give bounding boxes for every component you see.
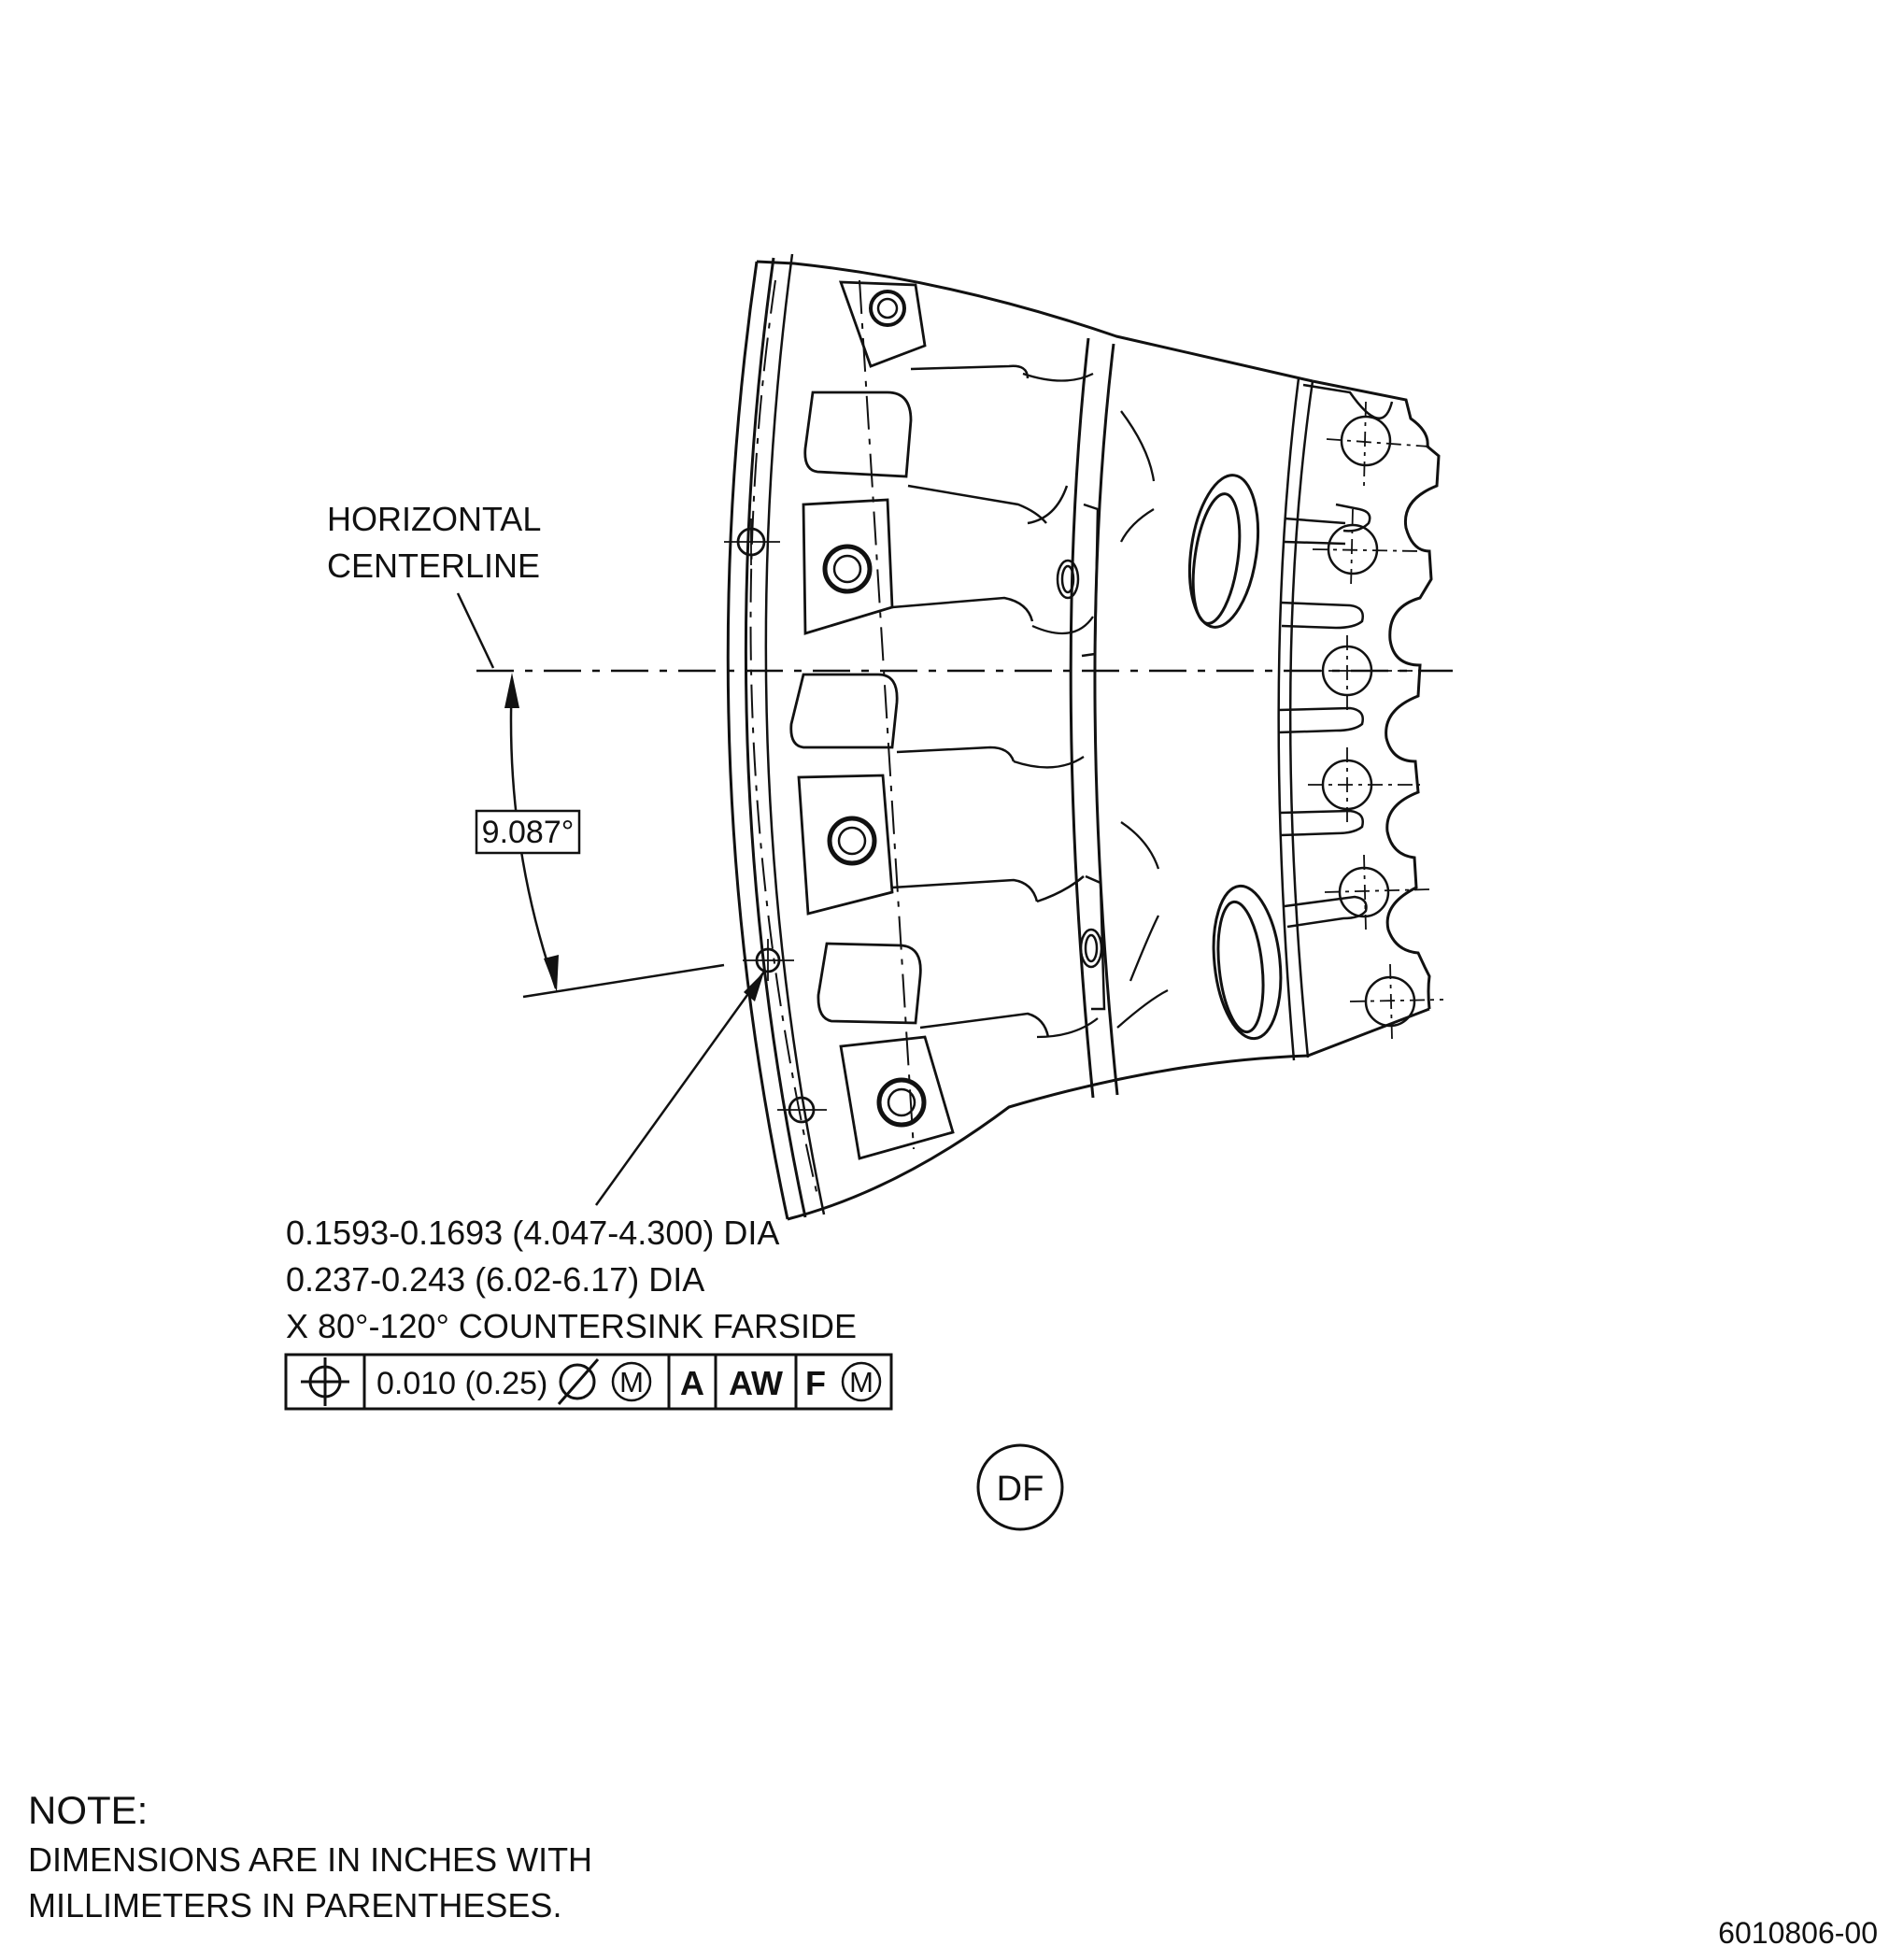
angle-value-box [475, 809, 581, 855]
note-line2: MILLIMETERS IN PARENTHESES. [28, 1886, 561, 1924]
hole-callout-leader [594, 971, 766, 1206]
counterbored-holes [822, 290, 927, 1128]
diameter-icon [557, 1358, 600, 1405]
centerline-leader [456, 592, 495, 669]
bolt-row-centerline [859, 279, 915, 1150]
flange-holes [1321, 415, 1416, 1028]
arrowhead-up-icon [504, 673, 519, 708]
callout-line3: X 80°-120° COUNTERSINK FARSIDE [286, 1307, 857, 1345]
mmc-modifier-icon: M [611, 1361, 652, 1402]
position-icon [301, 1357, 349, 1406]
comb-slots [1277, 383, 1394, 929]
part-outline [726, 253, 1441, 1221]
ring-tabs [1056, 503, 1106, 1011]
pocket-slots [789, 280, 955, 1160]
flange-hole-centerlines [1308, 401, 1444, 1040]
small-hole-centerlines [724, 518, 827, 1111]
tolerance-value: 0.010 (0.25) [376, 1366, 547, 1401]
rib-lines [891, 364, 1085, 1038]
datum-a: A [680, 1364, 704, 1402]
bolt-circle-centerline [749, 279, 818, 1197]
centerline-label-line2: CENTERLINE [327, 547, 540, 585]
datum-mmc-modifier-icon: M [841, 1361, 882, 1402]
arrowhead-down-icon [544, 955, 559, 992]
datum-aw: AW [729, 1364, 783, 1402]
mmc-letter: M [619, 1366, 644, 1399]
oval-cutouts [1188, 474, 1283, 1041]
fillet-curves [1013, 372, 1169, 1039]
datum-mmc-letter: M [849, 1366, 873, 1399]
arrowhead-leader-icon [744, 972, 764, 1001]
note-line1: DIMENSIONS ARE IN INCHES WITH [28, 1840, 592, 1879]
drawing-number: 6010806-00 [1718, 1916, 1878, 1950]
angle-value: 9.087° [482, 815, 575, 850]
feature-control-frame: 0.010 (0.25) M A AW F M [284, 1353, 893, 1411]
callout-line2: 0.237-0.243 (6.02-6.17) DIA [286, 1260, 704, 1299]
centerline-label-line1: HORIZONTAL [327, 500, 541, 538]
view-identifier: DF [976, 1443, 1064, 1531]
callout-line1: 0.1593-0.1693 (4.047-4.300) DIA [286, 1214, 779, 1252]
note-heading: NOTE: [28, 1788, 148, 1832]
view-identifier-label: DF [997, 1470, 1044, 1509]
datum-f: F [805, 1364, 826, 1402]
